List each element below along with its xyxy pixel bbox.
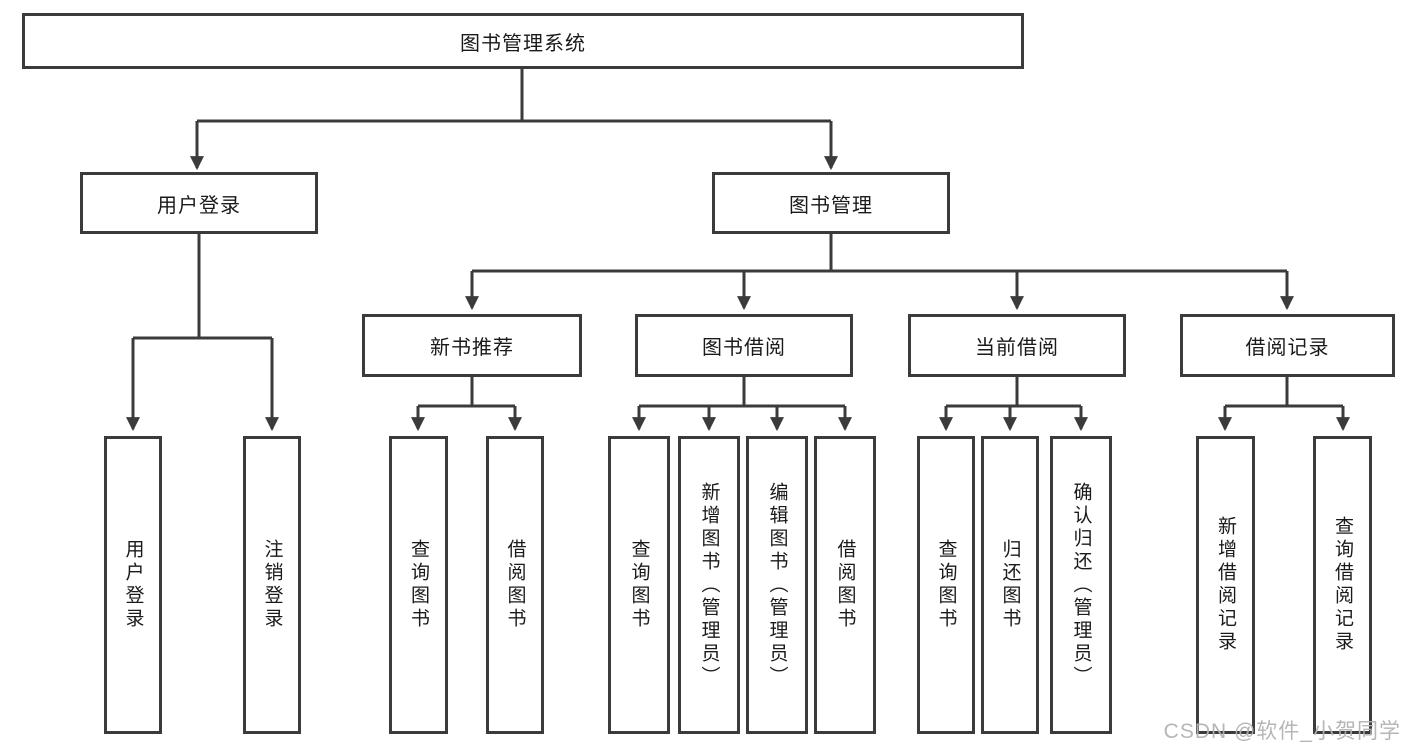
node-current-borrow: 当前借阅 xyxy=(908,314,1126,377)
leaf-user-login: 用户登录 xyxy=(104,436,162,734)
leaf-return-book: 归还图书 xyxy=(981,436,1039,734)
leaf-search-books-2: 查询图书 xyxy=(608,436,670,734)
leaf-add-borrow-record: 新增借阅记录 xyxy=(1196,436,1255,734)
node-borrow-records: 借阅记录 xyxy=(1180,314,1395,377)
leaf-borrow-books-1: 借阅图书 xyxy=(486,436,544,734)
leaf-search-books-3: 查询图书 xyxy=(917,436,975,734)
node-book-management: 图书管理 xyxy=(712,172,950,234)
leaf-search-books-1: 查询图书 xyxy=(389,436,448,734)
tree-trunk-lines xyxy=(133,68,1343,408)
node-book-borrow: 图书借阅 xyxy=(635,314,853,377)
leaf-logout: 注销登录 xyxy=(243,436,301,734)
leaf-edit-book-admin: 编辑图书（管理员） xyxy=(746,436,808,734)
node-new-book-recommend: 新书推荐 xyxy=(362,314,582,377)
leaf-confirm-return-admin: 确认归还（管理员） xyxy=(1050,436,1112,734)
leaf-search-borrow-record: 查询借阅记录 xyxy=(1313,436,1372,734)
leaf-borrow-books-2: 借阅图书 xyxy=(814,436,876,734)
node-root: 图书管理系统 xyxy=(22,13,1024,69)
leaf-add-book-admin: 新增图书（管理员） xyxy=(678,436,740,734)
node-user-login: 用户登录 xyxy=(80,172,318,234)
